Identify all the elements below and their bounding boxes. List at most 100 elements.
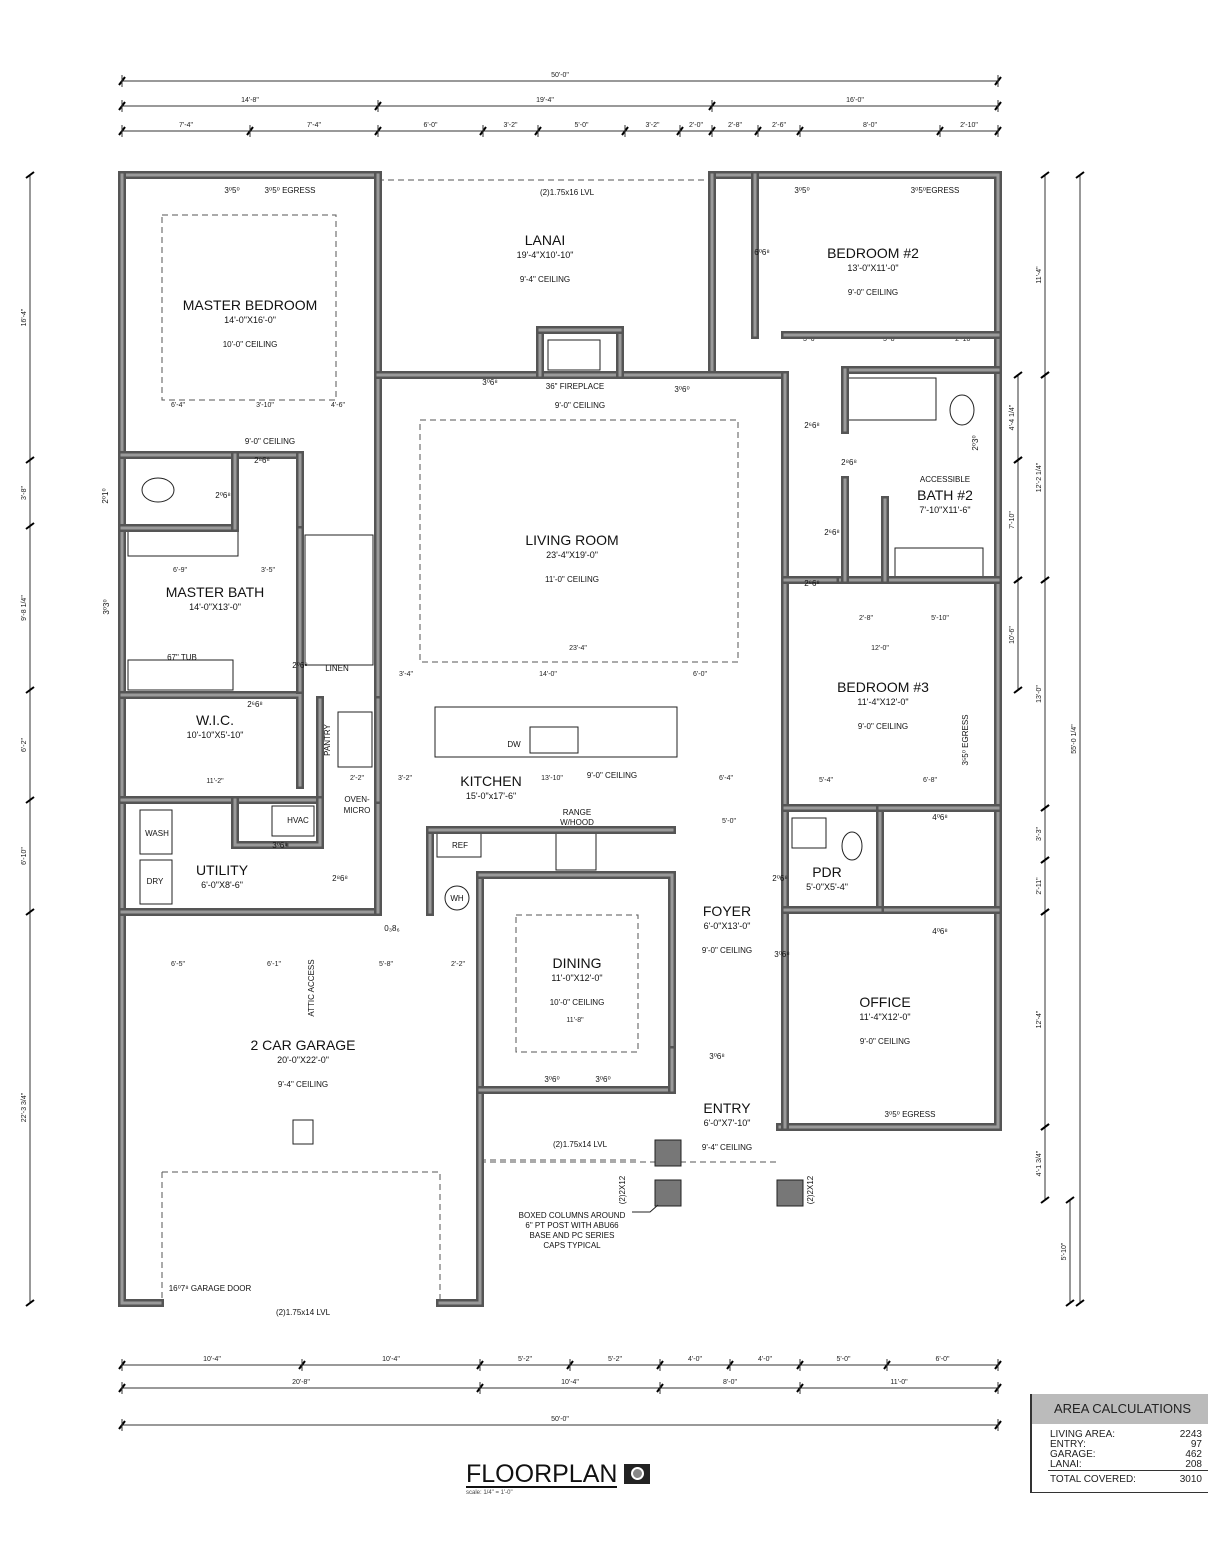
annotation-label: RANGE (563, 808, 591, 817)
dimension-text: 6'-10" (21, 847, 28, 865)
dimension-text: 2'-11" (1036, 877, 1043, 895)
dimension-text: 50'-0" (551, 72, 569, 79)
room-size: 20'-0"X22'-0" (277, 1055, 329, 1065)
room-size: 23'-4"X19'-0" (546, 550, 598, 560)
room-ceiling: 9'-4" CEILING (278, 1080, 328, 1089)
dimension-text: 6'-0" (936, 1356, 950, 1363)
room-name: 2 CAR GARAGE (250, 1037, 355, 1053)
annotation-label: 2⁰6⁸ (215, 491, 230, 500)
dimension-tick (1065, 1299, 1075, 1307)
wall-core (233, 798, 292, 847)
dashed-outline (419, 419, 739, 663)
sink-icon (791, 817, 827, 849)
dimension-text: 10'-6" (1009, 626, 1016, 644)
room-ceiling: 10'-0" CEILING (223, 340, 278, 349)
room-name: BATH #2 (917, 487, 973, 503)
dimension-text: 3'-3" (1036, 827, 1043, 841)
dimension-text: 12'-2 1/4" (1036, 462, 1043, 492)
dimension-tick (1040, 171, 1050, 179)
room-name: DINING (553, 955, 602, 971)
toilet-icon (141, 477, 175, 503)
room-ceiling: 10'-0" CEILING (550, 998, 605, 1007)
annotation-label: 3⁰6⁸ (272, 841, 287, 850)
annotation-label: DRY (147, 877, 164, 886)
dimension-text: 6'-8" (923, 777, 937, 784)
dimension-text: 5'-0" (722, 818, 736, 825)
room-name: OFFICE (859, 994, 910, 1010)
dimension-text: 6'-2" (21, 738, 28, 752)
toilet-icon (949, 394, 975, 426)
fireplace-icon (547, 339, 601, 371)
annotation-label: 3⁰6⁰ (595, 1075, 610, 1084)
room-ceiling: 9'-0" CEILING (858, 722, 908, 731)
dimension-tick (1040, 1123, 1050, 1131)
annotation-label: 2⁶6⁸ (247, 700, 263, 709)
dimension-text: 5'-4" (819, 777, 833, 784)
dimension-text: 2'-2" (350, 775, 364, 782)
hvac-icon (271, 805, 315, 837)
annotation-label: 3⁵5⁰ EGRESS (961, 715, 970, 766)
dashed-outline (162, 1171, 441, 1303)
dimension-tick (1040, 576, 1050, 584)
dimension-text: 3'-10" (256, 402, 274, 409)
annotation-label: 2⁰6⁸ (772, 874, 787, 883)
room-size: 6'-0"X13'-0" (704, 921, 751, 931)
dimension-text: 3'-4" (399, 671, 413, 678)
annotation-label: 2⁶6⁸ (824, 528, 840, 537)
dimension-text: 4'-1 3/4" (1036, 1150, 1043, 1176)
room-size: 13'-0"X11'-0" (847, 263, 898, 273)
annotation-label: W/HOOD (560, 818, 594, 827)
room-size: 15'-0"x17'-6" (466, 791, 516, 801)
dimension-text: 3'-6" (803, 336, 817, 343)
room-ceiling: 9'-0" CEILING (860, 1037, 910, 1046)
annotation-label: 3⁰3⁰ (102, 599, 111, 614)
wall (118, 171, 164, 1307)
column-note: BOXED COLUMNS AROUND (519, 1211, 626, 1220)
annotation-label: 9'-0" CEILING (555, 401, 605, 410)
annotation-label: 2⁰6⁸ (292, 661, 307, 670)
dimension-text: 4'-0" (688, 1356, 702, 1363)
dimension-text: 6'-5" (171, 961, 185, 968)
wall (436, 871, 484, 1307)
room-w-i-c-: W.I.C.10'-10"X5'-10" (187, 712, 244, 740)
dimension-text: 4'-4 1/4" (1009, 404, 1016, 430)
annotation-label: 4⁰6⁸ (932, 927, 947, 936)
dimension-text: 11'-4" (1036, 266, 1043, 284)
dimension-tick (1013, 371, 1023, 379)
dimension-text: 2'-8" (859, 615, 873, 622)
dimension-text: 14'-0" (539, 671, 557, 678)
dimension-tick (25, 522, 35, 530)
bathtub-icon (847, 377, 937, 421)
room-size: 11'-4"X12'-0" (857, 697, 908, 707)
dimension-text: 22'-3 3/4" (21, 1092, 28, 1122)
north-arrow-icon (624, 1464, 650, 1484)
annotation-label: (2)2X12 (618, 1175, 627, 1204)
room-ceiling: 9'-4" CEILING (520, 275, 570, 284)
dimension-text: 5'-10" (1061, 1242, 1068, 1260)
dimension-tick (1065, 1196, 1075, 1204)
annotation-label: 3⁰5⁰ (224, 186, 239, 195)
dimension-text: 7'-10" (1009, 511, 1016, 529)
dimension-text: 12'-4" (1036, 1010, 1043, 1028)
dimension-text: 13'-10" (541, 775, 563, 782)
dimension-text: 5'-0" (575, 122, 589, 129)
leader-line (632, 1204, 659, 1213)
annotation-label: ATTIC ACCESS (307, 959, 316, 1016)
dimension-tick (1013, 456, 1023, 464)
dimension-text: 14'-8" (241, 97, 259, 104)
dimension-text: 5'-8" (379, 961, 393, 968)
dimension-text: 16'-0" (846, 97, 864, 104)
room-bedroom-2: BEDROOM #213'-0"X11'-0"9'-0" CEILING (827, 245, 919, 297)
room-ceiling: 11'-0" CEILING (545, 575, 599, 584)
room-size: 14'-0"X13'-0" (189, 602, 241, 612)
room-name: UTILITY (196, 862, 249, 878)
annotation-label: (2)2X12 (806, 1175, 815, 1204)
dimension-text: 5'-8" (883, 336, 897, 343)
